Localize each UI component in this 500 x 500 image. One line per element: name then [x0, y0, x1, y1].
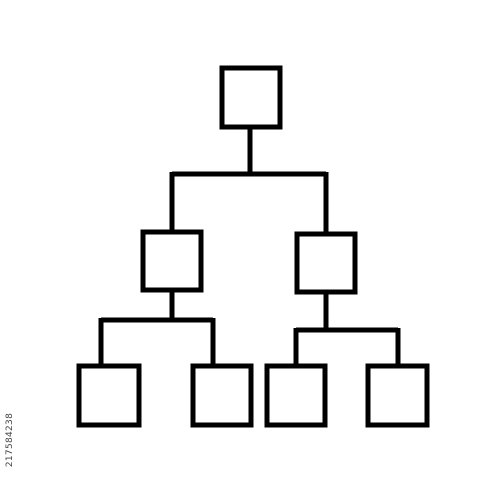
stock-id-label: 217584238 — [3, 385, 17, 495]
connector-left-child-to-leaves — [98, 290, 216, 366]
root-node-box — [219, 65, 283, 130]
right-child-node-box — [294, 231, 358, 295]
leaf-node-box — [264, 363, 328, 428]
connector-right-child-to-leaves — [293, 292, 401, 366]
left-child-node-box — [140, 229, 204, 293]
connector-root-to-level1 — [169, 127, 329, 232]
leaf-node-box — [365, 363, 430, 428]
leaf-node-box — [190, 363, 254, 428]
leaf-node-box — [76, 363, 142, 428]
stock-id-text: 217584238 — [5, 412, 15, 468]
